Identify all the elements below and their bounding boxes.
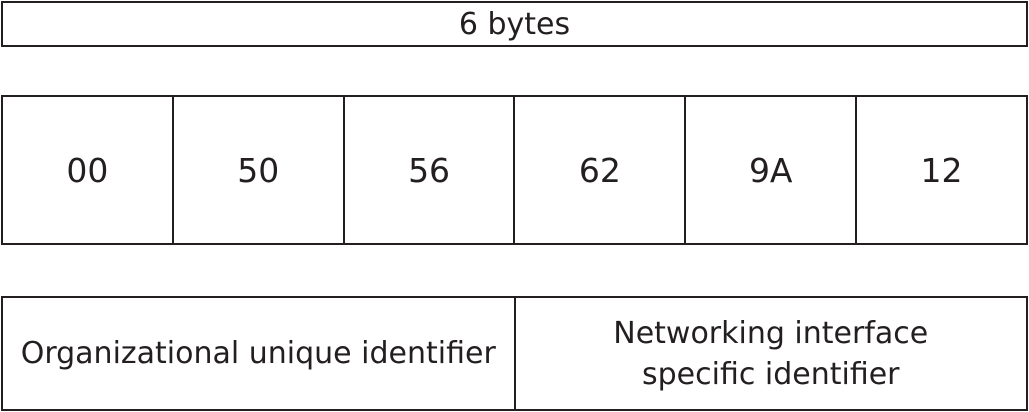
size-header-label: 6 bytes bbox=[458, 6, 571, 42]
byte-cell-4: 62 bbox=[515, 97, 687, 243]
nic-label-line-2: specific identifier bbox=[641, 356, 900, 392]
nic-label-line-1: Networking interface bbox=[613, 315, 929, 351]
byte-cell-2: 50 bbox=[174, 97, 345, 243]
byte-cell-5: 9A bbox=[686, 97, 858, 243]
byte-cell-1: 00 bbox=[3, 97, 174, 243]
size-header: 6 bytes bbox=[1, 1, 1028, 47]
oui-part: Organizational unique identifier bbox=[3, 298, 516, 409]
oui-label: Organizational unique identifier bbox=[20, 336, 496, 371]
byte-cell-6: 12 bbox=[920, 150, 963, 190]
mac-address-parts: Organizational unique identifier Network… bbox=[1, 296, 1028, 411]
nic-part: Networking interface specific identifier bbox=[516, 298, 1027, 409]
byte-cell-3: 56 bbox=[345, 97, 516, 243]
mac-address-bytes: 00 50 56 62 9A 12 bbox=[1, 95, 1028, 245]
